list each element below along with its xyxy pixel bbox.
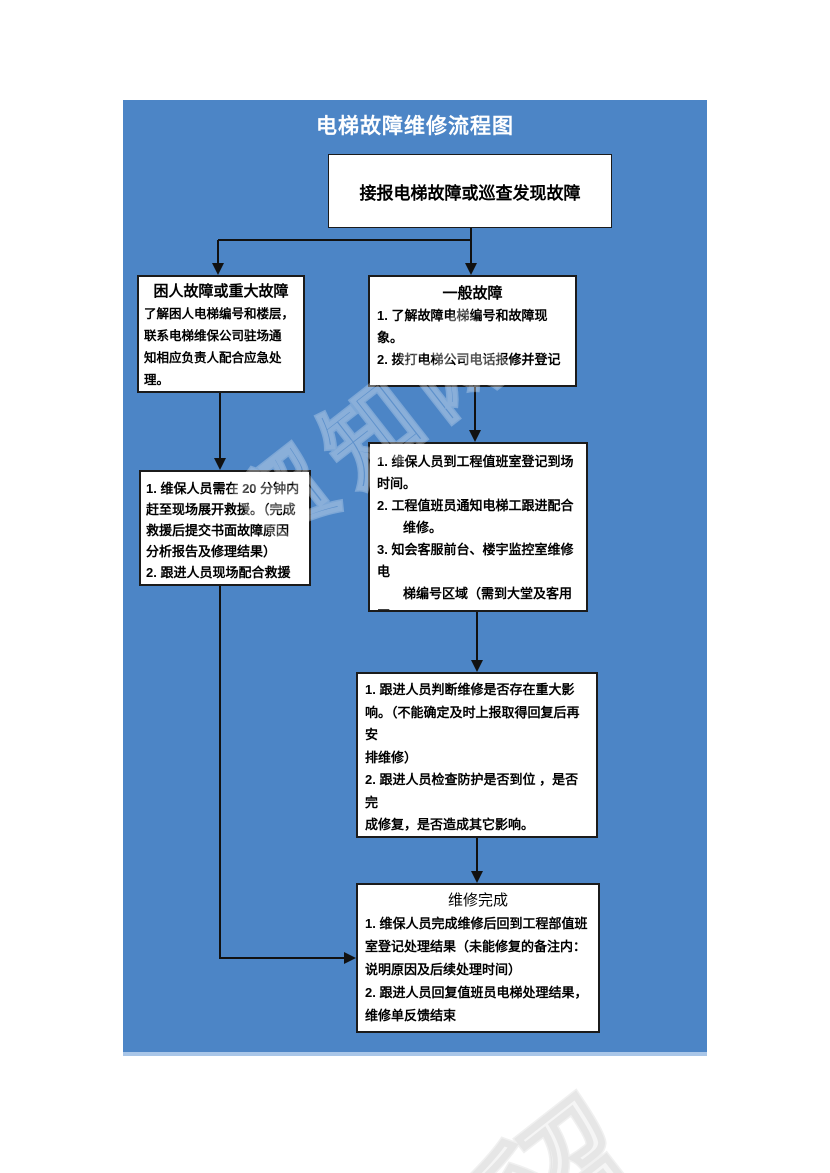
node-rescue-response-body: 1. 维保人员需在 20 分钟内 赶至现场展开救援。（完成 救援后提交书面故障原… [146, 481, 300, 580]
node-rescue-response: 1. 维保人员需在 20 分钟内 赶至现场展开救援。（完成 救援后提交书面故障原… [139, 470, 311, 586]
node-assess-impact-body: 1. 跟进人员判断维修是否存在重大影 响。（不能确定及时上报取得回复后再安 排维… [365, 682, 580, 832]
node-repair-complete-heading: 维修完成 [447, 892, 508, 909]
flow-connectors [212, 228, 483, 964]
node-assess-impact: 1. 跟进人员判断维修是否存在重大影 响。（不能确定及时上报取得回复后再安 排维… [356, 672, 598, 838]
arrowhead-to-complete [471, 871, 483, 883]
node-register-onsite: 1. 维保人员到工程值班室登记到场 时间。 2. 工程值班员通知电梯工跟进配合 … [368, 442, 588, 612]
connector-rescue-to-complete [219, 586, 344, 959]
page-title: 电梯故障维修流程图 [316, 115, 514, 138]
node-start-label: 接报电梯故障或巡查发现故障 [359, 183, 581, 203]
arrowhead-to-trapped [212, 263, 224, 275]
flowchart-canvas: 电梯故障维修流程图 [123, 100, 707, 1056]
node-general-fault-body: 1. 了解故障电梯编号和故障现象。 2. 拨打电梯公司电话报修并登记 [377, 308, 561, 367]
node-general-fault-heading: 一般故障 [442, 285, 503, 302]
node-register-onsite-body: 1. 维保人员到工程值班室登记到场 时间。 2. 工程值班员通知电梯工跟进配合 … [377, 454, 574, 610]
arrowhead-rescue-into-complete [344, 952, 356, 964]
arrowhead-to-register [469, 430, 481, 442]
arrowhead-to-general [465, 263, 477, 275]
node-general-fault: 一般故障 1. 了解故障电梯编号和故障现象。 2. 拨打电梯公司电话报修并登记 [368, 275, 577, 387]
arrowhead-to-rescue [214, 458, 226, 470]
node-trapped-fault-body: 了解困人电梯编号和楼层， 联系电梯维保公司驻场通 知相应负责人配合应急处 理。 [144, 307, 295, 387]
node-repair-complete-body: 1. 维保人员完成维修后回到工程部值班 室登记处理结果（未能修复的备注内： 说明… [365, 916, 588, 1023]
node-trapped-fault-heading: 困人故障或重大故障 [153, 283, 289, 300]
node-trapped-fault: 困人故障或重大故障 了解困人电梯编号和楼层， 联系电梯维保公司驻场通 知相应负责… [137, 275, 305, 393]
node-start: 接报电梯故障或巡查发现故障 [328, 154, 612, 228]
node-repair-complete: 维修完成 1. 维保人员完成维修后回到工程部值班 室登记处理结果（未能修复的备注… [356, 883, 600, 1033]
arrowhead-to-assess [471, 660, 483, 672]
